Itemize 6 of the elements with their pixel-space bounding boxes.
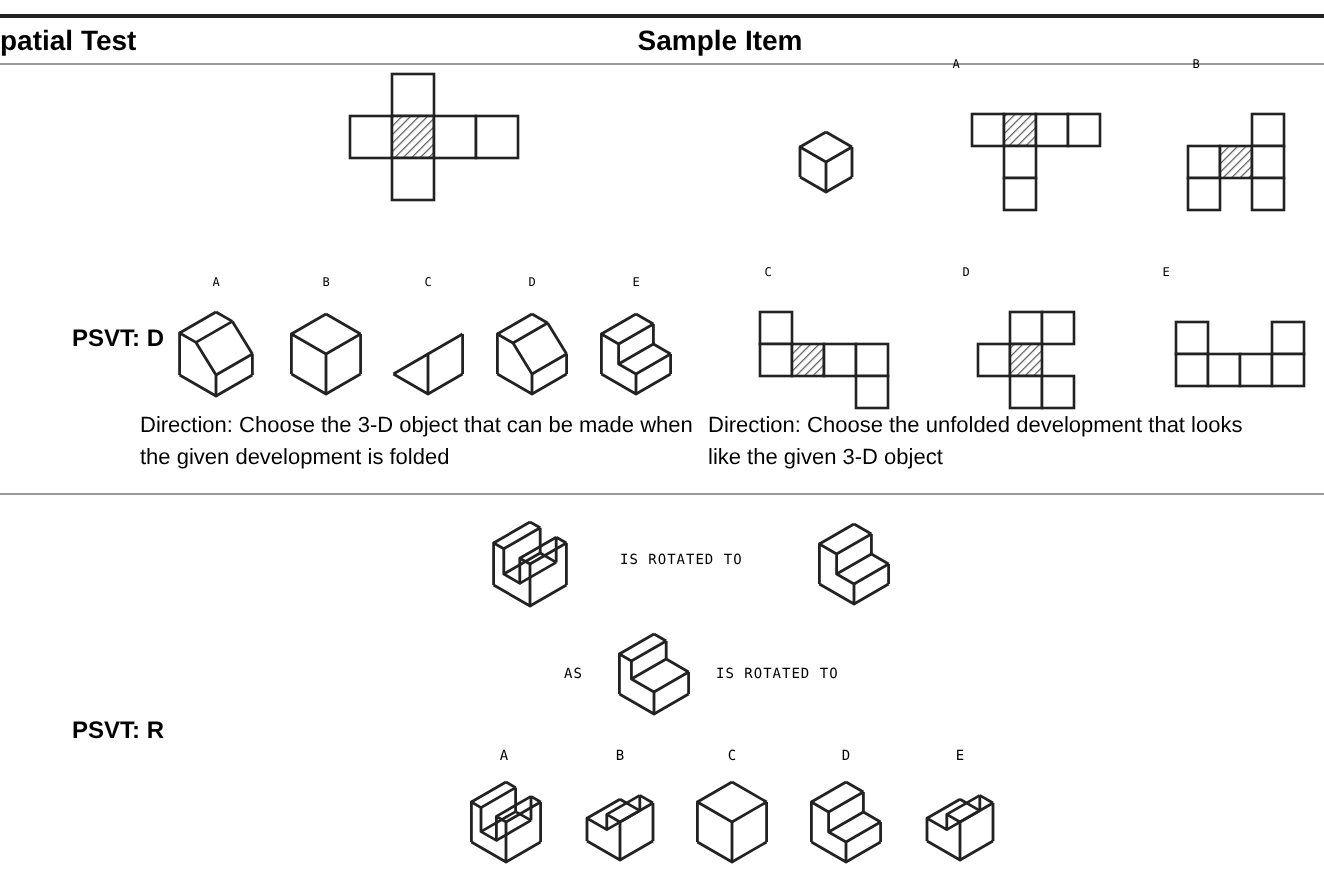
column-header: Sample Item (637, 24, 803, 57)
test-name: PSVT: R (72, 718, 165, 746)
direction-text: Direction: Choose the unfolded development that looks like the given 3-D object (708, 412, 1245, 474)
test-name: PSVT: D (72, 326, 165, 354)
column-header: patial Test (0, 24, 137, 57)
direction-text: Direction: Choose the 3-D object that can be made when the given development is folded (140, 412, 695, 474)
